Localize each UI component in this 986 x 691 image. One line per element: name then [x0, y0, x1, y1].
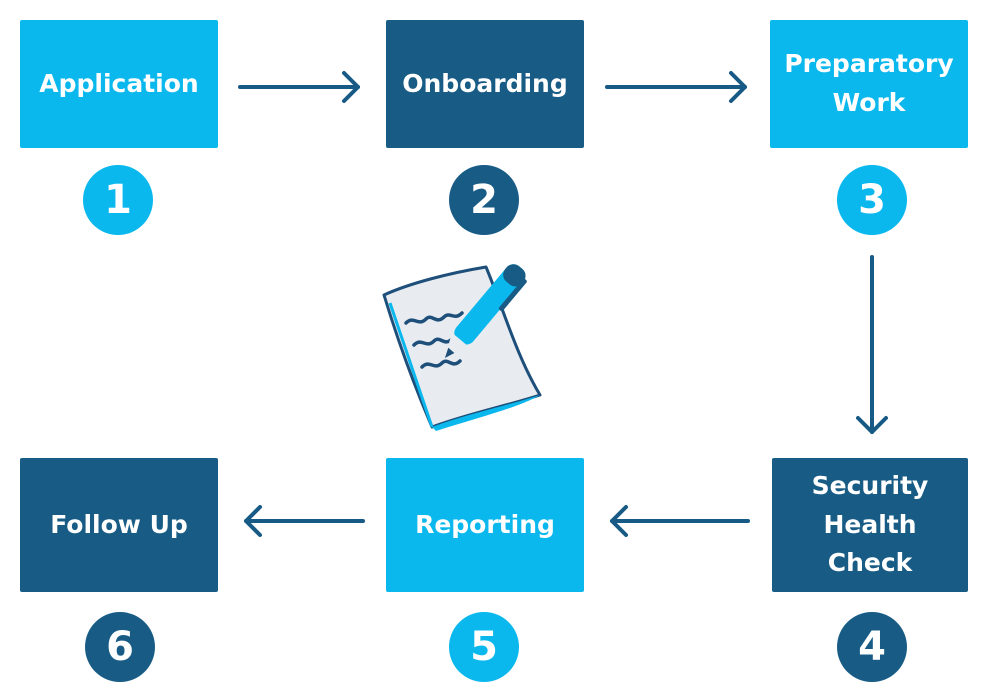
step-label: Security Health Check — [811, 470, 929, 578]
step-number-badge: 5 — [449, 612, 519, 682]
step-number: 2 — [470, 177, 498, 223]
step-number: 5 — [470, 624, 498, 670]
step-number-badge: 3 — [837, 165, 907, 235]
step-box-follow-up: Follow Up — [20, 458, 218, 592]
step-number: 4 — [858, 624, 886, 670]
arrow-left-icon — [610, 505, 750, 537]
notepad-with-pen-icon — [382, 264, 542, 431]
step-number-badge: 2 — [449, 165, 519, 235]
step-number: 1 — [104, 177, 132, 223]
arrow-right-icon — [238, 71, 360, 103]
step-number-badge: 6 — [85, 612, 155, 682]
step-number: 6 — [106, 624, 134, 670]
step-box-onboarding: Onboarding — [386, 20, 584, 148]
pen-icon — [444, 264, 527, 359]
step-number: 3 — [858, 177, 886, 223]
step-label: Follow Up — [50, 509, 188, 539]
arrow-left-icon — [244, 505, 365, 537]
step-label: Application — [39, 68, 199, 98]
step-box-reporting: Reporting — [386, 458, 584, 592]
arrow-down-icon — [856, 255, 888, 434]
step-box-security-health-check: Security Health Check — [772, 458, 968, 592]
step-label: Onboarding — [402, 68, 568, 98]
step-number-badge: 1 — [83, 165, 153, 235]
arrow-right-icon — [605, 71, 747, 103]
step-label: Reporting — [415, 509, 555, 539]
step-label: Preparatory Work — [784, 49, 954, 117]
step-box-application: Application — [20, 20, 218, 148]
step-box-preparatory-work: Preparatory Work — [770, 20, 968, 148]
step-number-badge: 4 — [837, 612, 907, 682]
